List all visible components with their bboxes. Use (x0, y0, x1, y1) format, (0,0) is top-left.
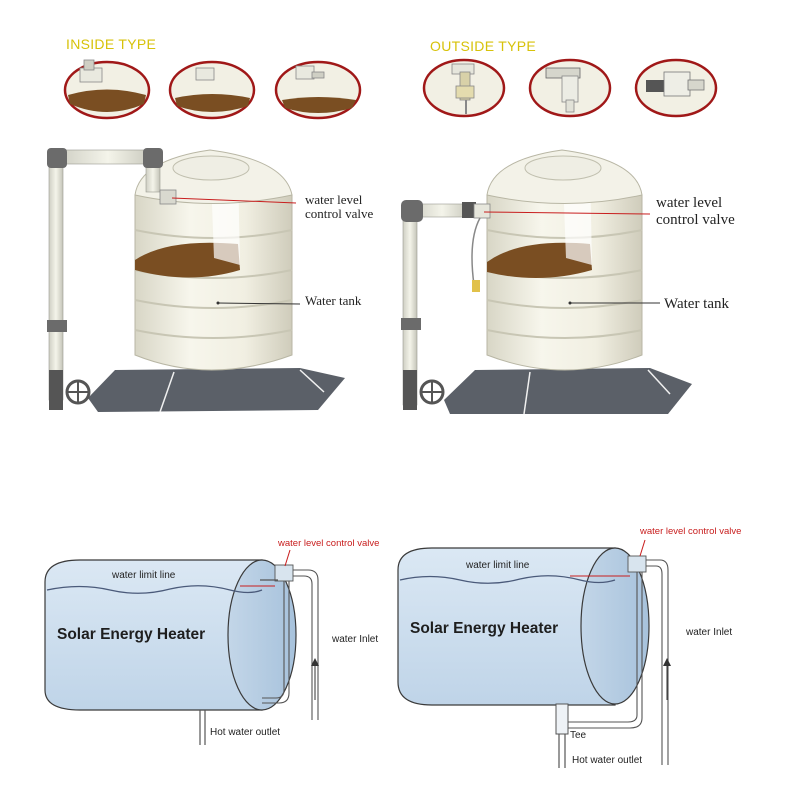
outside-tank-label: Water tank (664, 296, 730, 312)
right-outlet-label: Hot water outlet (572, 755, 643, 766)
left-heater-label: Solar Energy Heater (57, 626, 206, 643)
right-heater-label: Solar Energy Heater (410, 620, 559, 637)
right-inlet-label: water Inlet (686, 627, 733, 638)
inside-tank-label: Water tank (305, 293, 362, 308)
hand-wheel-icon (65, 379, 91, 405)
float-valve-icon (462, 202, 491, 292)
left-inlet-label: water Inlet (332, 634, 379, 645)
inside-tank-assembly (47, 148, 345, 413)
left-limit-line-label: water limit line (112, 570, 176, 581)
right-limit-line-label: water limit line (466, 560, 530, 571)
left-heater-valve-label: water level control valve (278, 538, 380, 549)
outside-valve-label-line2: control valve (656, 212, 735, 228)
outside-tank-assembly (401, 149, 692, 415)
inside-magnifier-3 (274, 60, 362, 120)
outside-valve-label-line1: water level (656, 195, 723, 211)
hand-wheel-icon (419, 379, 445, 405)
outside-magnifier-1 (422, 58, 506, 118)
heater-left-assembly (44, 549, 319, 745)
inside-magnifier-2 (168, 60, 256, 120)
inside-valve-label-line1: water level (305, 192, 363, 207)
inside-type-title: INSIDE TYPE (66, 36, 157, 52)
right-tee-label: Tee (570, 730, 587, 741)
valve-icon (159, 189, 177, 205)
left-outlet-label: Hot water outlet (210, 727, 281, 738)
inside-valve-label-line2: control valve (305, 206, 374, 221)
outside-type-title: OUTSIDE TYPE (430, 38, 537, 54)
inside-magnifier-1 (63, 59, 151, 120)
outside-magnifier-3 (634, 58, 718, 118)
heater-right-assembly (397, 539, 671, 768)
right-heater-valve-label: water level control valve (640, 526, 742, 537)
outside-magnifier-2 (528, 58, 612, 118)
